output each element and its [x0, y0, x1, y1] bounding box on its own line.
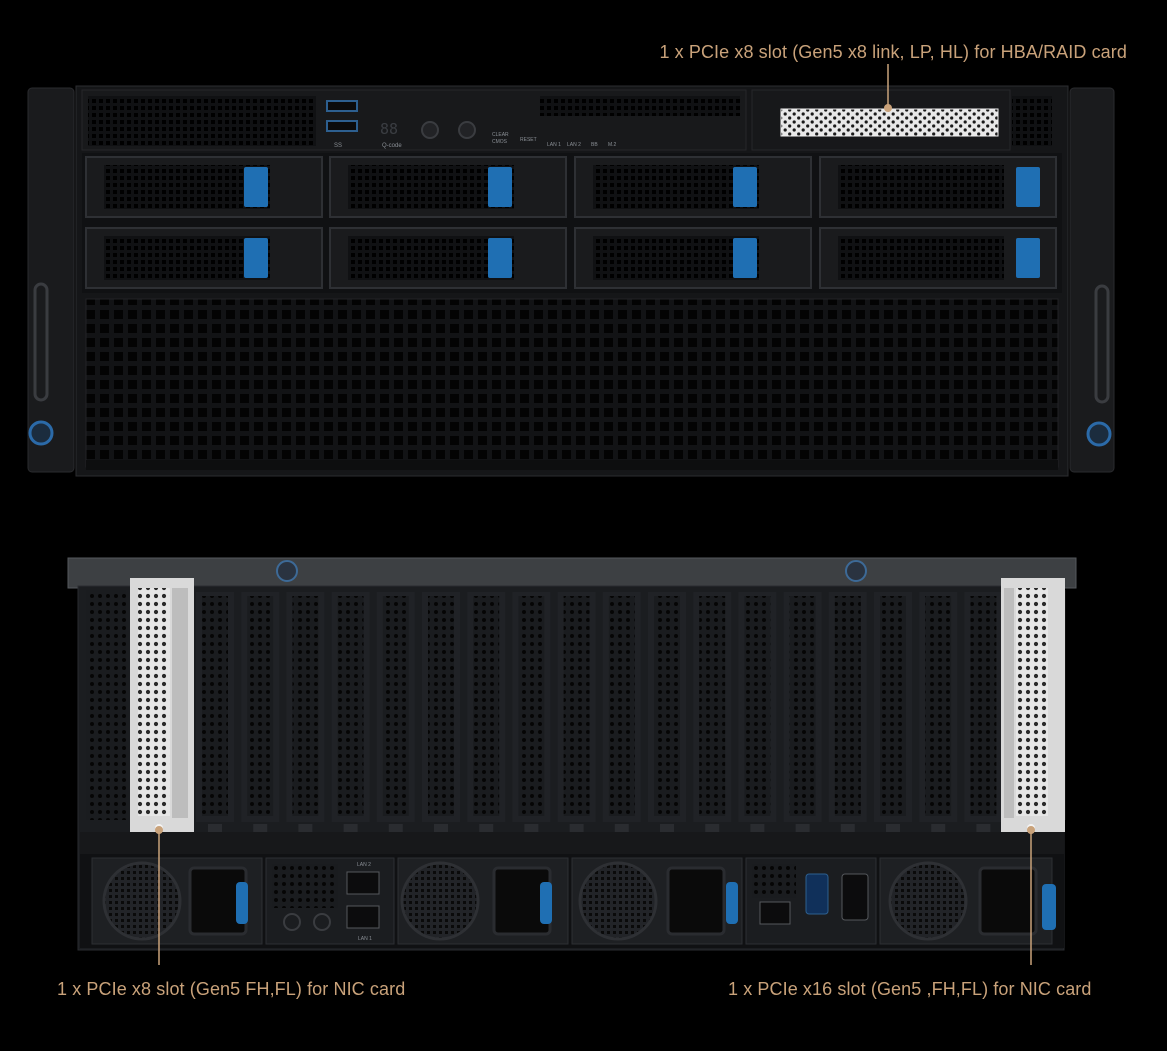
rear-nic-x8-slot-bracket — [130, 578, 194, 832]
pcie-slot-bracket — [693, 592, 732, 832]
rear-mgmt-lan-port[interactable] — [759, 901, 791, 925]
pcie-slot-bracket — [376, 592, 415, 832]
psu-1 — [91, 857, 263, 945]
front-top-vent-mid — [540, 96, 740, 116]
usb-label: SS — [334, 143, 342, 149]
drive-bay[interactable] — [574, 227, 812, 289]
drive-latch[interactable] — [1016, 167, 1040, 207]
psu-4 — [879, 857, 1056, 945]
rear-lan1-label: LAN 1 — [358, 936, 372, 942]
rear-psu-bays: LAN 2 LAN 1 — [80, 854, 1064, 948]
front-hba-raid-slot-bracket — [780, 108, 999, 137]
drive-latch[interactable] — [488, 238, 512, 278]
front-view: SS 88 Q-code CLEAR CMOS RESET LAN 1 LAN … — [27, 64, 1115, 477]
rear-vga-port[interactable] — [805, 873, 829, 915]
drive-bay[interactable] — [819, 227, 1057, 289]
callout-top-dot — [884, 104, 892, 112]
pcie-slot-bracket — [331, 592, 370, 832]
drive-latch[interactable] — [1016, 238, 1040, 278]
rear-nic-x16-slot-bracket — [1001, 578, 1065, 832]
pcie-slot-bracket — [557, 592, 596, 832]
pcie-slot-bracket — [648, 592, 686, 832]
pcie-slot-bracket — [828, 592, 867, 832]
front-drive-bays — [82, 153, 1062, 293]
pcie-slot-bracket — [512, 592, 551, 832]
pcie-slot-bracket — [874, 592, 912, 832]
drive-latch[interactable] — [244, 238, 268, 278]
pcie-slot-bracket — [919, 592, 958, 832]
callout-nic-x8-slot: 1 x PCIe x8 slot (Gen5 FH,FL) for NIC ca… — [57, 979, 406, 999]
drive-bay[interactable] — [819, 156, 1057, 218]
qcode-label: Q-code — [382, 143, 402, 149]
rear-serial-port[interactable] — [841, 873, 869, 921]
rear-io-module: LAN 2 LAN 1 — [265, 857, 395, 945]
m2-led-label: M.2 — [608, 142, 617, 148]
pcie-slot-bracket — [738, 592, 777, 832]
bmc-led-label: BB — [591, 142, 598, 148]
front-right-rack-ear — [1036, 87, 1115, 473]
front-fan-grille — [85, 298, 1059, 468]
front-right-top-vent — [1012, 96, 1052, 146]
lan1-led-label: LAN 1 — [547, 142, 561, 148]
callout-nic-x16-slot: 1 x PCIe x16 slot (Gen5 ,FH,FL) for NIC … — [728, 979, 1092, 999]
rear-thumbscrew-left — [276, 560, 298, 582]
front-qcode-display: 88 Q-code — [380, 120, 402, 149]
drive-bay[interactable] — [574, 156, 812, 218]
pcie-slot-bracket — [422, 592, 460, 832]
drive-bay[interactable] — [85, 156, 323, 218]
pcie-slot-bracket — [783, 592, 822, 832]
front-power-button[interactable] — [421, 121, 439, 139]
drive-bay[interactable] — [329, 227, 567, 289]
pcie-slot-bracket — [241, 592, 280, 832]
rear-view: LAN 2 LAN 1 — [67, 557, 1077, 965]
front-id-button[interactable] — [458, 121, 476, 139]
rear-thumbscrew-right — [845, 560, 867, 582]
rear-lan2-label: LAN 2 — [357, 862, 371, 868]
lan2-led-label: LAN 2 — [567, 142, 581, 148]
pcie-slot-bracket — [964, 592, 1003, 832]
callout-hba-raid-slot: 1 x PCIe x8 slot (Gen5 x8 link, LP, HL) … — [659, 42, 1127, 62]
qcode-digits: 88 — [380, 120, 398, 138]
clear-cmos-label-2: CMOS — [492, 139, 508, 145]
psu-2 — [397, 857, 569, 945]
rear-pcie-slot-brackets — [196, 592, 1003, 832]
pcie-slot-bracket — [602, 592, 641, 832]
front-top-vent-left — [88, 96, 316, 146]
front-usb-ports: SS — [326, 100, 358, 149]
drive-bay[interactable] — [85, 227, 323, 289]
drive-latch[interactable] — [488, 167, 512, 207]
pcie-slot-bracket — [286, 592, 325, 832]
drive-latch[interactable] — [733, 167, 757, 207]
drive-bay[interactable] — [329, 156, 567, 218]
rear-mgmt-module — [745, 857, 877, 945]
callout-left-dot — [155, 826, 163, 834]
rear-lan1-port[interactable] — [346, 905, 380, 929]
pcie-slot-bracket — [196, 592, 234, 832]
reset-label: RESET — [520, 137, 537, 143]
callout-right-dot — [1027, 826, 1035, 834]
drive-latch[interactable] — [244, 167, 268, 207]
rear-top-lip — [67, 557, 1077, 589]
pcie-slot-bracket — [467, 592, 506, 832]
rear-lan2-port[interactable] — [346, 871, 380, 895]
psu-3 — [571, 857, 743, 945]
drive-latch[interactable] — [733, 238, 757, 278]
clear-cmos-label-1: CLEAR — [492, 132, 509, 138]
